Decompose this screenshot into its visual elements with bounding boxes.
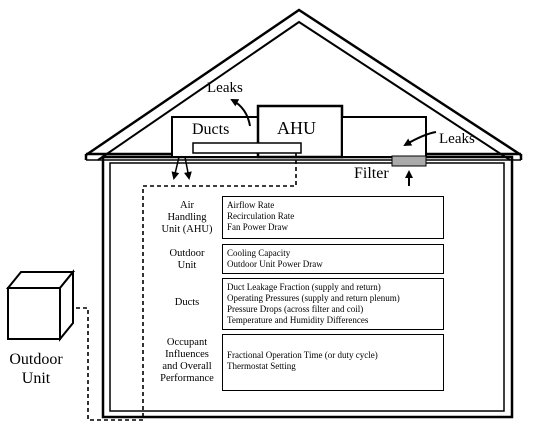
metric-item: Pressure Drops (across filter and coil) [227,304,364,314]
metric-item: Duct Leakage Fraction (supply and return… [227,282,381,292]
outdoor-unit-label: Outdoor Unit [9,351,63,387]
metrics-box-ducts: Duct Leakage Fraction (supply and return… [222,278,444,330]
return-duct [341,116,427,158]
house-wall-inner [109,162,505,412]
supply-arrow-left [171,156,180,180]
leaks-label-left: Leaks [207,80,243,96]
leaks-label-right: Leaks [439,131,475,147]
outdoor-unit-cube [5,269,76,342]
roof-outer-line [85,8,522,157]
component-label-ahu: Air Handling Unit (AHU) [161,200,213,235]
metric-item: Operating Pressures (supply and return p… [227,293,400,303]
supply-arrow-right [183,156,192,180]
metric-item: Outdoor Unit Power Draw [227,259,323,269]
metric-item: Recirculation Rate [227,211,295,221]
ahu-label: AHU [277,118,316,138]
component-label-ducts: Ducts [174,297,200,308]
metric-item: Fan Power Draw [227,222,288,232]
refrigerant-line [75,153,297,421]
metric-item: Temperature and Humidity Differences [227,315,369,325]
metric-item: Fractional Operation Time (or duty cycle… [227,350,378,360]
ducts-label: Ducts [192,121,230,138]
filter-rect [391,155,427,167]
metric-item: Thermostat Setting [227,361,296,371]
metrics-box-outdoor-unit: Cooling Capacity Outdoor Unit Power Draw [222,244,444,274]
supply-duct-flange [192,142,302,154]
metric-item: Airflow Rate [227,200,275,210]
leaks-left-arrow [230,99,251,127]
filter-label: Filter [354,165,389,182]
roof-inner-line [97,20,511,161]
metrics-box-occupant: Fractional Operation Time (or duty cycle… [222,334,444,391]
component-label-outdoor-unit: Outdoor Unit [169,248,205,271]
component-label-occupant: Occupant Influences and Overall Performa… [160,337,214,384]
leaks-right-arrow [403,131,437,147]
metrics-box-ahu: Airflow Rate Recirculation Rate Fan Powe… [222,196,444,239]
metric-item: Cooling Capacity [227,248,291,258]
